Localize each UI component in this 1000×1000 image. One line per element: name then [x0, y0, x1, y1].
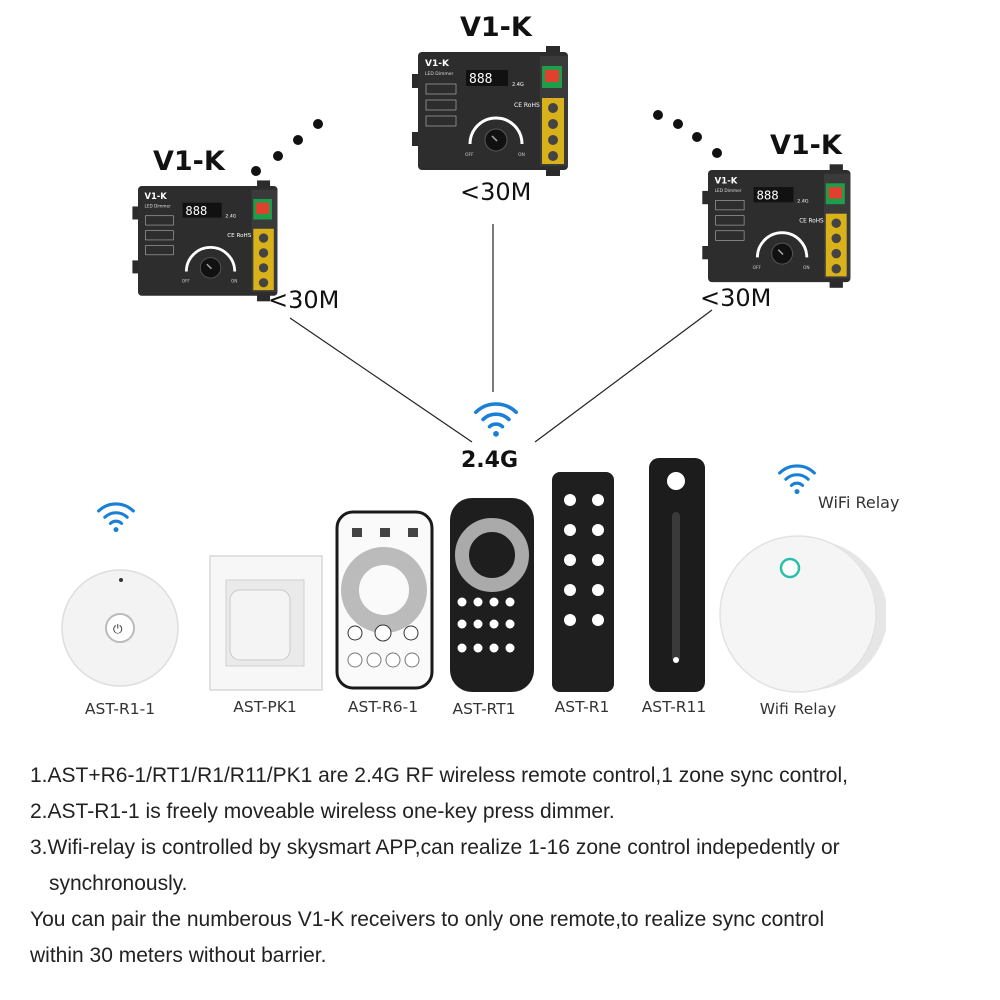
label-ast-r1: AST-R1 [554, 698, 610, 716]
note-line-5: You can pair the numberous V1-K receiver… [30, 908, 825, 931]
label-ast-r11: AST-R11 [641, 698, 707, 716]
link-line-left [289, 317, 473, 443]
distance-center: <30M [460, 178, 532, 206]
band-label: 2.4G [461, 448, 519, 473]
product-ast-r6-1 [335, 510, 434, 690]
note-line-6: within 30 meters without barrier. [30, 944, 327, 967]
receiver-center-title: V1-K [460, 12, 532, 43]
label-ast-r1-1: AST-R1-1 [84, 700, 156, 718]
product-wifi-relay [719, 535, 886, 693]
link-line-right [534, 309, 713, 443]
wifi-icon [474, 402, 518, 439]
signal-dots-left [251, 119, 323, 176]
distance-right: <30M [700, 284, 772, 312]
product-ast-r1-1: ⏻ [61, 569, 179, 687]
product-ast-r1 [552, 472, 614, 692]
receiver-right-title: V1-K [770, 130, 842, 161]
label-ast-pk1: AST-PK1 [233, 698, 297, 716]
notes-block: 1.AST+R6-1/RT1/R1/R11/PK1 are 2.4G RF wi… [30, 758, 980, 974]
product-ast-pk1 [209, 555, 323, 691]
product-ast-r11 [649, 458, 705, 692]
note-line-3: 3.Wifi-relay is controlled by skysmart A… [30, 836, 840, 859]
v1k-receiver-center [410, 44, 570, 178]
wifi-relay-caption: WiFi Relay [818, 493, 900, 512]
wifi-icon-relay [778, 464, 816, 496]
v1k-receiver-left [131, 179, 279, 303]
label-wifi-relay: Wifi Relay [759, 700, 837, 718]
v1k-receiver-right [700, 162, 852, 290]
note-line-1: 1.AST+R6-1/RT1/R1/R11/PK1 are 2.4G RF wi… [30, 764, 848, 787]
label-ast-r6-1: AST-R6-1 [347, 698, 419, 716]
receiver-left-title: V1-K [153, 146, 225, 177]
wifi-icon-r1-1 [97, 502, 135, 534]
distance-left: <30M [268, 286, 340, 314]
label-ast-rt1: AST-RT1 [452, 700, 516, 718]
svg-text:⏻: ⏻ [113, 622, 123, 636]
signal-dots-right [653, 110, 722, 158]
note-line-2: 2.AST-R1-1 is freely moveable wireless o… [30, 800, 615, 823]
product-ast-rt1 [450, 498, 534, 692]
note-line-4: synchronously. [49, 872, 188, 895]
